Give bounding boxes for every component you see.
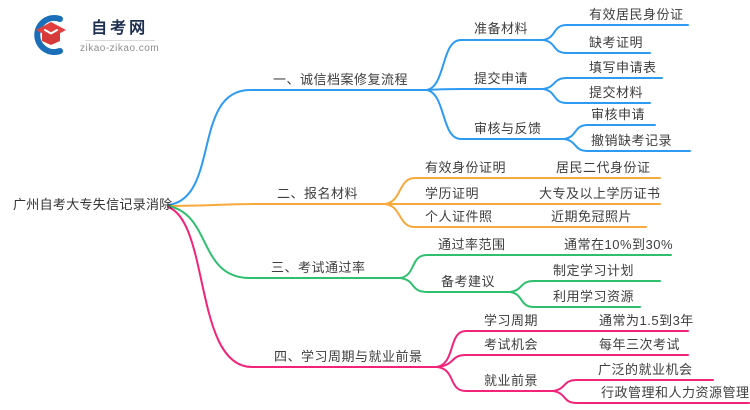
branch3-leaf2-line	[509, 291, 641, 308]
branch1-leaf2-line	[542, 39, 651, 54]
site-logo-title: 自考网	[91, 20, 149, 37]
site-logo: 自考网 zikao-zikao.com	[30, 13, 159, 55]
branch3-leaf-pass-rate: 通常在10%到30%	[564, 237, 674, 252]
branch4-leaf1-line	[552, 379, 714, 392]
branch4-lines	[167, 206, 750, 404]
branch4-child-job-prospect: 就业前景	[484, 373, 539, 388]
branch4-row3-line	[436, 366, 554, 392]
branch2-main-line	[167, 203, 386, 207]
branch2-child-edu-proof: 学历证明	[425, 186, 480, 201]
branch2-row1-line	[384, 177, 661, 205]
branch4-label: 四、学习周期与就业前景	[274, 349, 423, 364]
branch3-leaf1-line	[509, 280, 661, 293]
branch1-lines	[167, 24, 691, 206]
branch1-leaf4-line	[542, 88, 651, 104]
branch2-child-id-proof: 有效身份证明	[425, 160, 507, 175]
branch3-child-prep-advice: 备考建议	[441, 274, 496, 289]
branch1-child1-line	[426, 39, 544, 91]
branch4-row2-line	[436, 354, 689, 368]
branch1-leaf6-line	[563, 138, 691, 152]
site-logo-text: 自考网 zikao-zikao.com	[80, 14, 159, 54]
branch3-row1-line	[399, 254, 672, 279]
branch3-child-pass-range: 通过率范围	[438, 237, 506, 252]
branch3-leaf-resources: 利用学习资源	[553, 289, 635, 304]
branch3-lines	[167, 205, 672, 308]
branch1-leaf1-line	[542, 24, 689, 41]
branch4-child-study-period: 学习周期	[484, 313, 539, 328]
branch4-child-exam-chance: 考试机会	[484, 337, 539, 352]
branch1-leaf-review-apply: 审核申请	[591, 107, 646, 122]
branch3-main-line	[167, 205, 401, 279]
root-node: 广州自考大专失信记录消除	[13, 197, 173, 212]
branch1-main-line	[167, 89, 428, 206]
branch4-leaf-years: 通常为1.5到3年	[599, 313, 694, 328]
branch4-main-line	[167, 206, 438, 368]
branch1-leaf-absence-proof: 缺考证明	[589, 35, 644, 50]
branch2-row3-line	[384, 203, 647, 228]
branch1-leaf5-line	[563, 124, 656, 140]
branch3-leaf-study-plan: 制定学习计划	[553, 263, 635, 278]
branch3-row2-line	[399, 277, 511, 293]
branch1-leaf3-line	[542, 77, 663, 90]
branch3-label: 三、考试通过率	[271, 260, 366, 275]
logo-divider	[84, 40, 155, 41]
branch1-leaf-fill-form: 填写申请表	[589, 60, 657, 75]
branch1-child3-line	[426, 89, 565, 140]
branch4-leaf-admin-hr: 行政管理和人力资源管理	[601, 385, 750, 400]
graduation-cap-logo-icon	[34, 15, 66, 55]
branch1-child-prepare: 准备材料	[474, 21, 529, 36]
branch4-leaf-three-exams: 每年三次考试	[599, 337, 681, 352]
branch1-child-review: 审核与反馈	[474, 121, 542, 136]
branch2-leaf-second-gen-id: 居民二代身份证	[556, 160, 651, 175]
branch2-leaf-diploma: 大专及以上学历证书	[539, 186, 661, 201]
branch1-leaf-revoke-record: 撤销缺考记录	[591, 133, 673, 148]
branch4-row1-line	[436, 330, 689, 368]
branch1-label: 一、诚信档案修复流程	[273, 72, 409, 87]
site-logo-domain: zikao-zikao.com	[80, 43, 160, 54]
branch2-lines	[167, 177, 661, 228]
branch4-leaf2-line	[552, 390, 750, 404]
branch1-child2-line	[426, 88, 544, 91]
branch2-leaf-recent-photo: 近期免冠照片	[551, 209, 633, 224]
branch1-leaf-id-card: 有效居民身份证	[589, 7, 684, 22]
branch4-leaf-job-chances: 广泛的就业机会	[598, 362, 693, 377]
branch1-leaf-submit-materials: 提交材料	[589, 85, 644, 100]
branch2-child-photo: 个人证件照	[425, 209, 493, 224]
branch2-label: 二、报名材料	[277, 186, 359, 201]
branch1-child-submit: 提交申请	[474, 71, 529, 86]
